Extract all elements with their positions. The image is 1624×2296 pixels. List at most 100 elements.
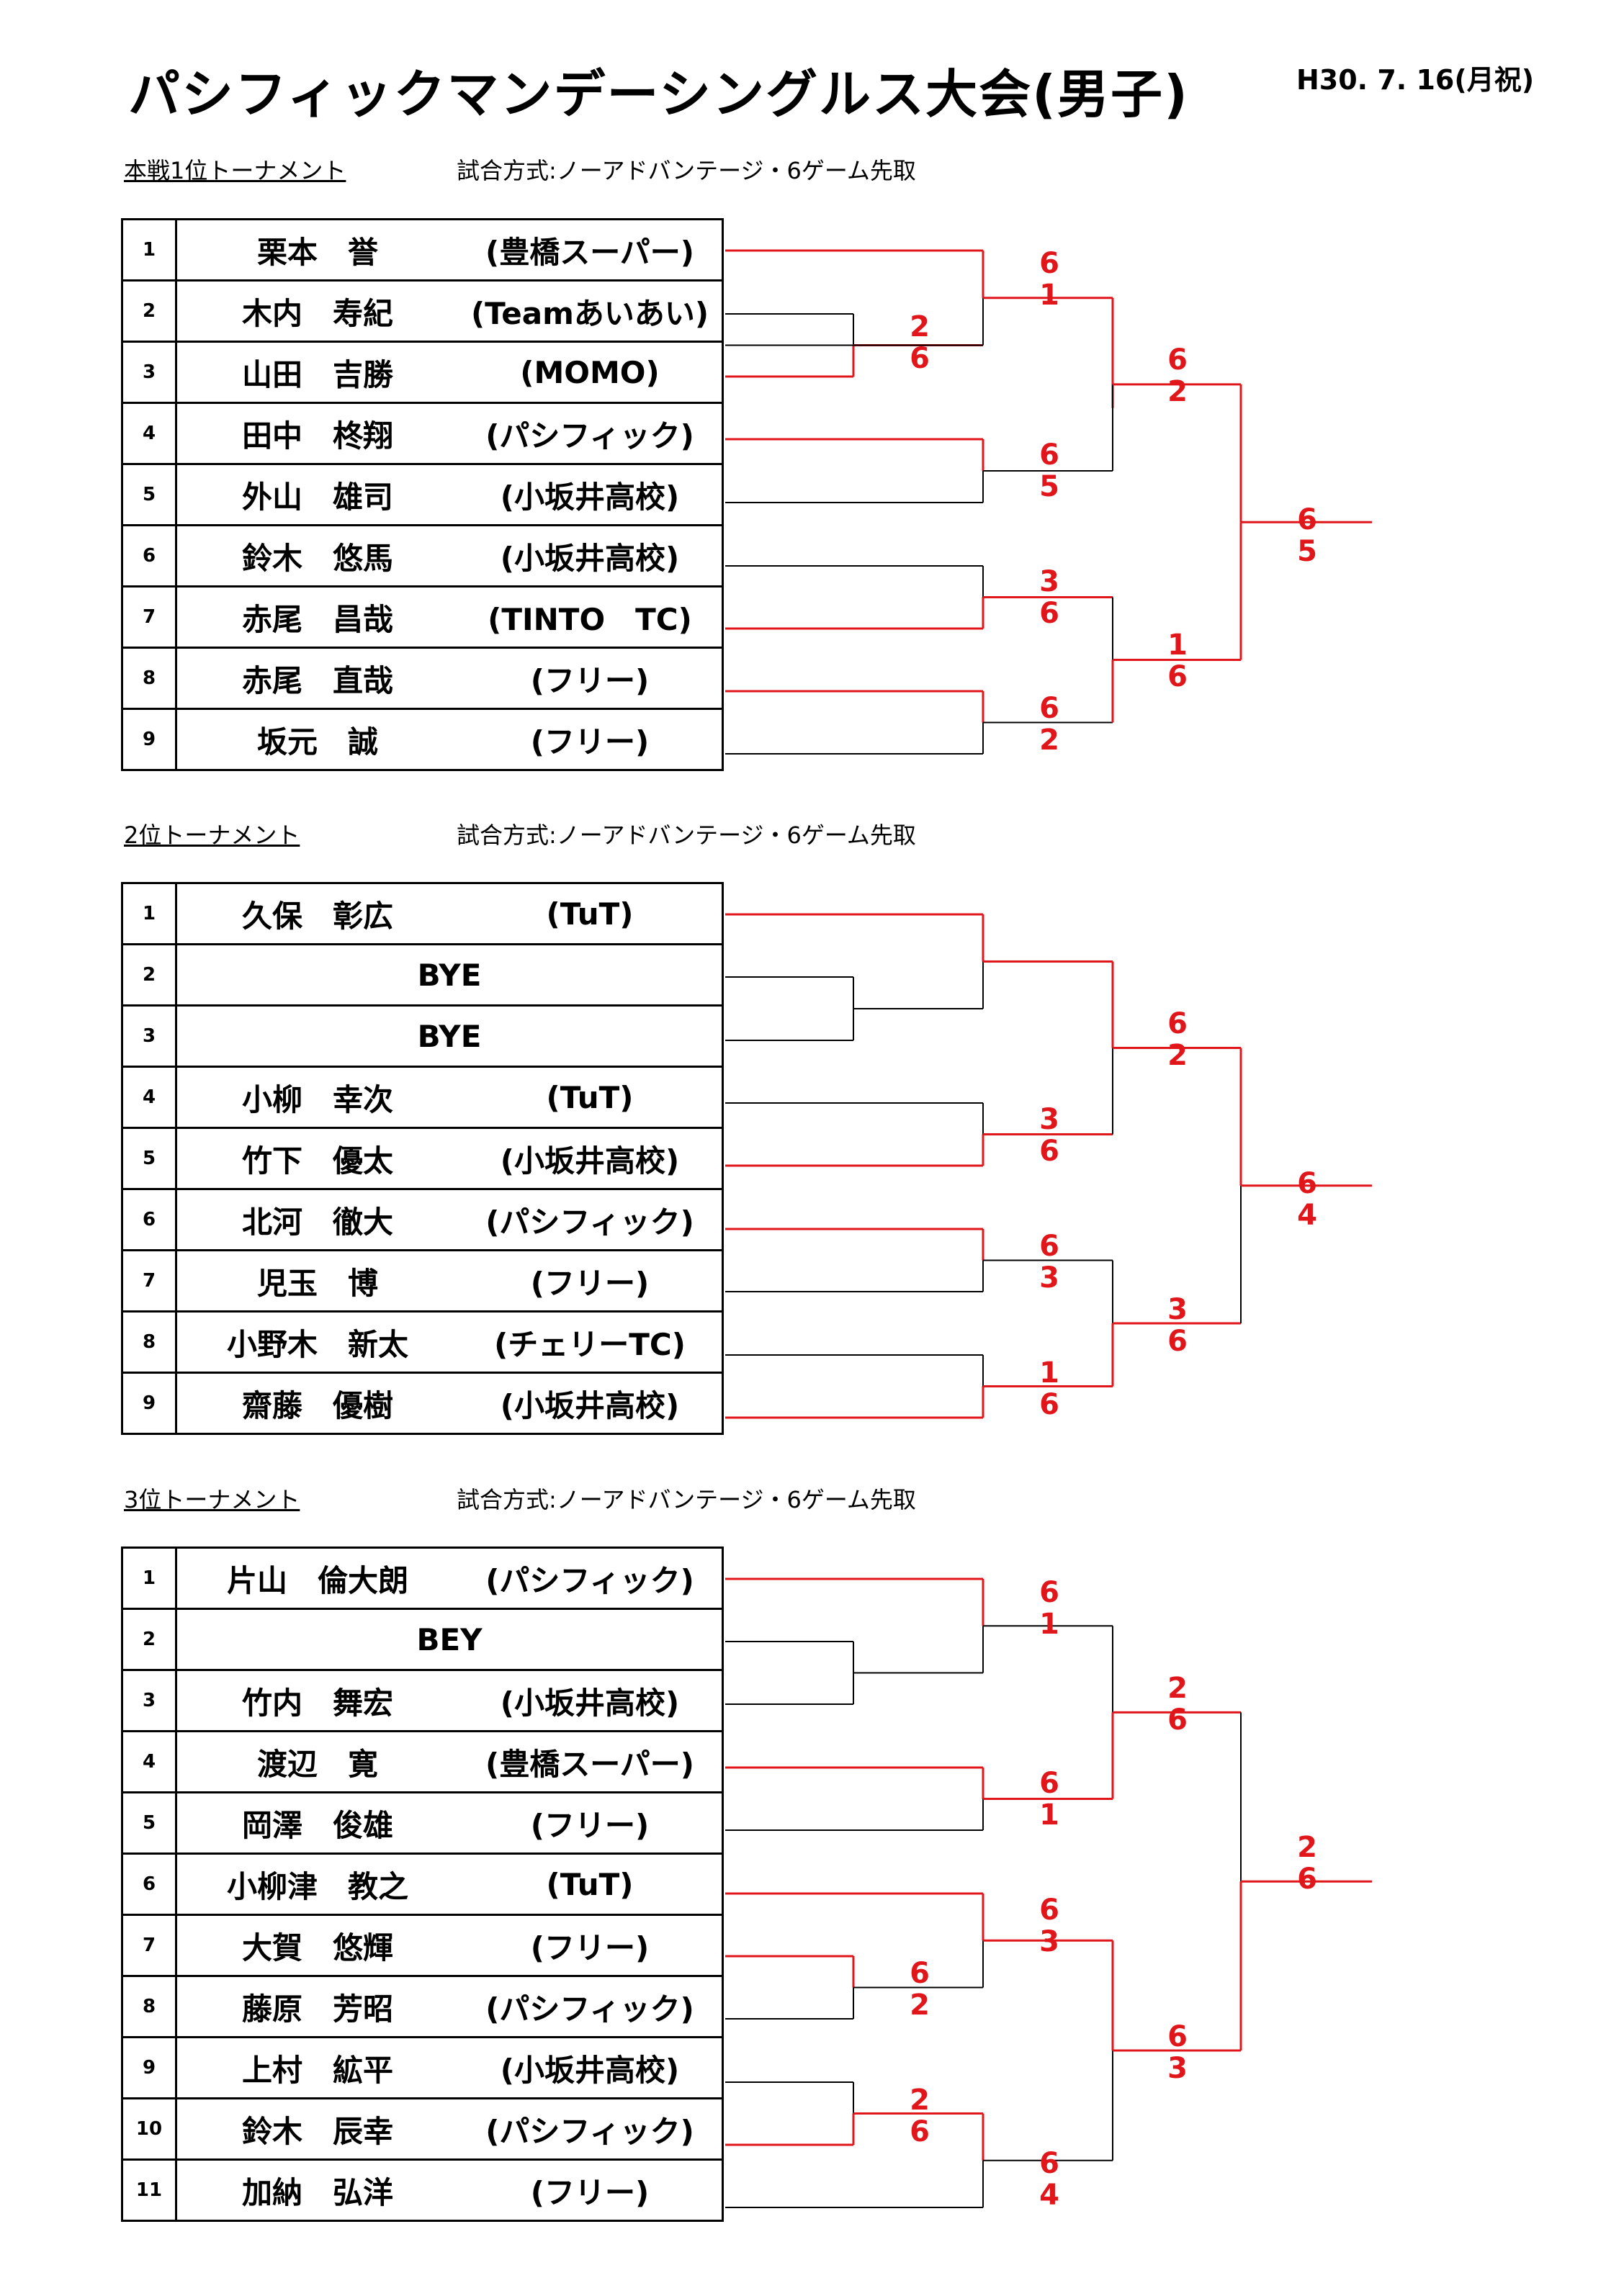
player-row: 2 BEY [121,1608,724,1671]
player-name: 渡辺 寛 [256,1746,378,1782]
player-name: 山田 吉勝 [241,356,393,392]
player-club: (フリー) [530,662,650,698]
player-name: 上村 絋平 [241,2052,393,2088]
player-club: (MOMO) [520,354,660,390]
player-club: (TINTO TC) [488,601,692,637]
player-club: (フリー) [530,2174,650,2210]
seed-number: 10 [121,2097,177,2161]
seed-number: 7 [121,1249,177,1313]
bye-label: BYE [417,1018,482,1054]
player-club: (パシフィック) [485,1204,694,1240]
seed-number: 9 [121,2036,177,2099]
player-club: (パシフィック) [485,1991,694,2027]
bye-label: BEY [416,1621,483,1657]
player-row: 1 久保 彰広 (TuT) [121,882,724,945]
player-club: (Teamあいあい) [470,295,709,331]
player-name: 外山 雄司 [241,479,393,515]
player-club: (TuT) [546,1866,634,1902]
player-name: 鈴木 辰幸 [241,2113,393,2149]
player-row: 8 赤尾 直哉 (フリー) [121,647,724,710]
section-1-format: 試合方式:ノーアドバンテージ・6ゲーム先取 [457,157,916,184]
player-club: (TuT) [546,1079,634,1115]
seed-number: 8 [121,1975,177,2038]
player-club: (小坂井高校) [500,479,680,515]
player-row: 6 小柳津 教之 (TuT) [121,1852,724,1916]
player-name: 児玉 博 [256,1265,378,1301]
player-club: (小坂井高校) [500,1685,680,1721]
player-name: 大賀 悠輝 [241,1930,393,1966]
player-name: 片山 倫大朗 [226,1562,408,1598]
seed-number: 1 [121,1547,177,1610]
player-club: (チェリーTC) [494,1326,686,1362]
section-3-label: 3位トーナメント [124,1486,300,1513]
seed-number: 4 [121,1066,177,1129]
player-club: (豊橋スーパー) [485,234,694,270]
player-name: 小柳津 教之 [226,1868,408,1904]
seed-number: 8 [121,1310,177,1374]
player-name: 岡澤 俊雄 [241,1807,393,1843]
seed-number: 8 [121,647,177,710]
seed-number: 6 [121,524,177,587]
player-club: (豊橋スーパー) [485,1746,694,1782]
seed-number: 11 [121,2158,177,2222]
player-name: 久保 彰広 [241,898,393,934]
player-name: 田中 柊翔 [241,418,393,454]
page-title: パシフィックマンデーシングルス大会(男子) [128,64,1189,125]
section-2-format: 試合方式:ノーアドバンテージ・6ゲーム先取 [457,821,916,849]
player-club: (TuT) [546,896,634,932]
seed-number: 3 [121,1004,177,1068]
section-1-label: 本戦1位トーナメント [124,157,346,184]
player-name: 鈴木 悠馬 [241,540,393,576]
player-name: 竹下 優太 [241,1143,393,1179]
player-name: 加納 弘洋 [241,2174,393,2210]
seed-number: 6 [121,1852,177,1916]
player-club: (フリー) [530,1930,650,1966]
player-name: 赤尾 直哉 [241,662,393,698]
player-club: (パシフィック) [485,418,694,454]
player-name: 木内 寿紀 [241,295,393,331]
player-row: 11 加納 弘洋 (フリー) [121,2158,724,2222]
seed-number: 2 [121,1608,177,1671]
player-club: (小坂井高校) [500,540,680,576]
player-row: 6 鈴木 悠馬 (小坂井高校) [121,524,724,587]
player-name: 齋藤 優樹 [241,1387,393,1423]
seed-number: 1 [121,882,177,945]
player-name: 赤尾 昌哉 [241,601,393,637]
section-3-format: 試合方式:ノーアドバンテージ・6ゲーム先取 [457,1486,916,1513]
player-name: 竹内 舞宏 [241,1685,393,1721]
